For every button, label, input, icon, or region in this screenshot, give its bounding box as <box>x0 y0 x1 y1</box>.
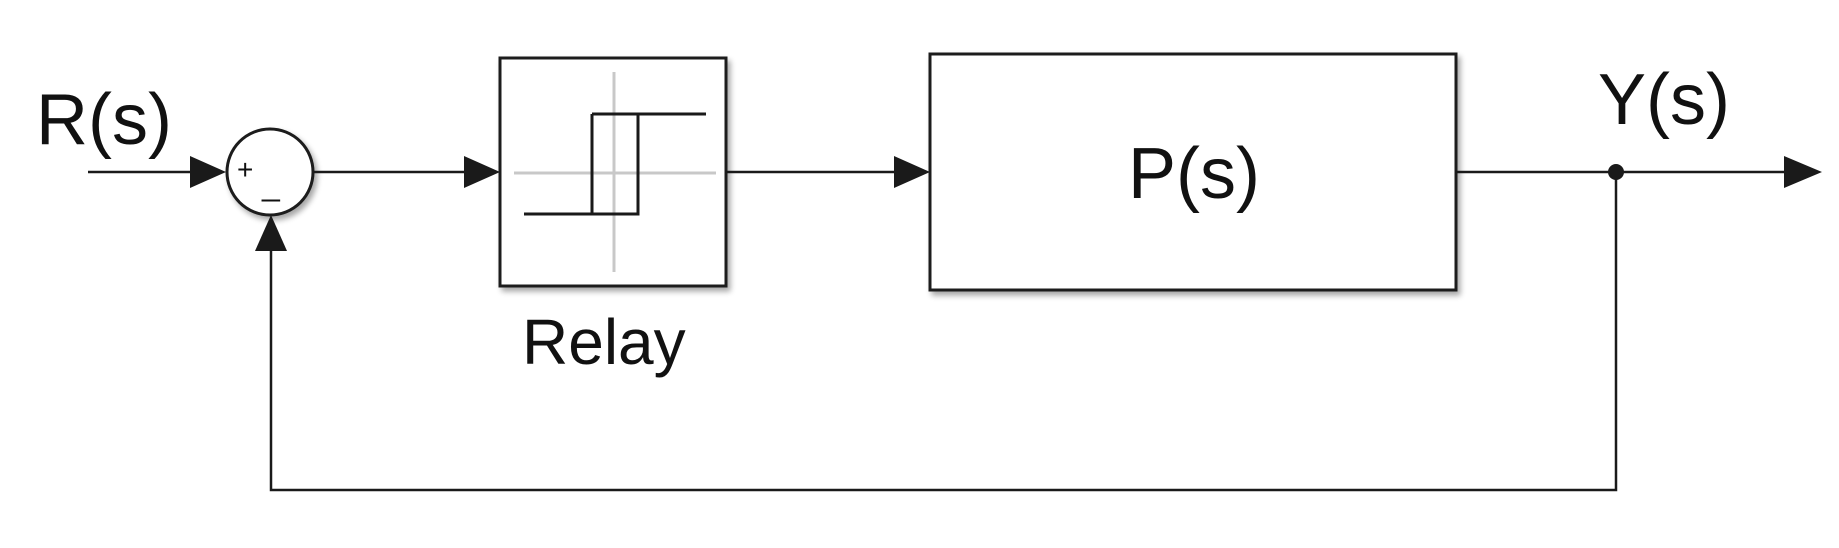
relay-hysteresis-icon <box>524 112 706 216</box>
feedback-arrowhead <box>255 215 287 251</box>
plant-label: P(s) <box>1128 134 1260 214</box>
output-arrowhead <box>1784 156 1822 188</box>
plant-input-arrowhead <box>894 156 930 188</box>
output-label: Y(s) <box>1598 60 1730 140</box>
relay-label: Relay <box>522 306 686 378</box>
sum-plus-sign: + <box>237 154 254 185</box>
sum-minus-sign: _ <box>262 166 280 202</box>
plant-block <box>928 52 1458 292</box>
input-arrowhead <box>190 156 226 188</box>
relay-input-arrowhead <box>464 156 500 188</box>
feedback-path <box>269 172 1618 492</box>
input-label: R(s) <box>36 80 172 160</box>
